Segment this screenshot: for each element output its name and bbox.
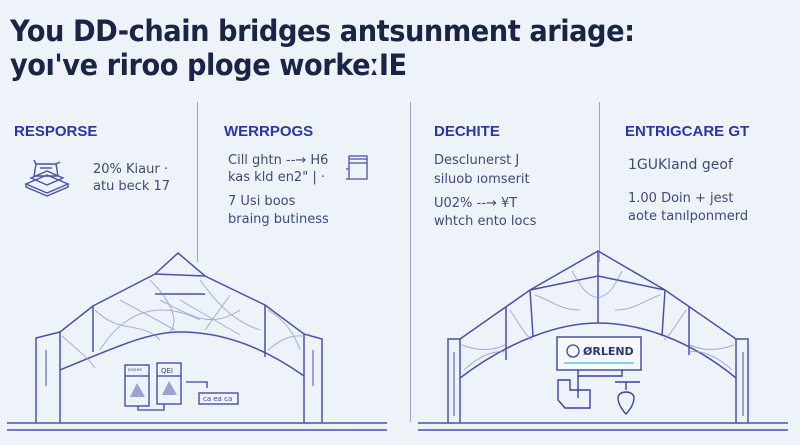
card-2-label: QEI: [161, 367, 173, 375]
tag-label: ca ea ca: [203, 395, 232, 403]
right-bridge-illustration: ØRLEND: [418, 250, 788, 431]
column-4-line-3: aote tanılponmerd: [628, 209, 749, 224]
mountain-thumbnail-icon: [130, 383, 145, 397]
column-divider: [599, 102, 600, 262]
column-2-line-4: braing butiness: [228, 212, 329, 227]
column-divider: [410, 102, 411, 422]
logo-emblem-icon: [566, 344, 580, 358]
column-1-line-1: 20% Kiaur ·: [93, 162, 168, 177]
column-heading-dechite: DECHITE: [434, 123, 500, 140]
column-4-line-1: 1GUKland geof: [628, 157, 733, 173]
column-1-line-2: atu beck 17: [93, 179, 171, 194]
page-title: You DD-chain bridges antsunment ariage: …: [10, 14, 635, 82]
column-3-line-3: U02% --→ ¥T: [434, 196, 518, 211]
column-2-line-1: Cill ghtn --→ H6: [228, 153, 329, 168]
column-heading-entrigcare: ENTRIGCARE GT: [625, 123, 750, 140]
title-line-1: You DD-chain bridges antsunment ariage:: [10, 14, 635, 48]
title-line-2: yoı've riroo ploge workeːIE: [10, 48, 407, 82]
left-bridge-illustration: ᵖᵃᵖᵃᵉ QEI ca ea ca: [7, 252, 387, 431]
stacked-box-icon: [24, 159, 70, 197]
column-2-line-2: kas kld en2" | ·: [228, 170, 325, 185]
column-4-line-2: 1.00 Doin + jest: [628, 191, 734, 206]
mountain-thumbnail-icon: [162, 381, 177, 395]
column-3-line-2: siluob ıomserit: [434, 172, 530, 187]
column-3-line-4: whtch ento locs: [434, 214, 537, 229]
column-heading-werrpogs: WERRPOGS: [224, 123, 314, 140]
column-2-line-3: 7 Usi boos: [228, 194, 296, 209]
column-3-line-1: Desclunerst J: [434, 153, 520, 168]
sign-label: ØRLEND: [583, 345, 634, 358]
column-heading-response: RESPORSE: [14, 123, 98, 140]
orlend-sign: [556, 336, 642, 371]
column-divider: [197, 102, 198, 262]
card-1-label: ᵖᵃᵖᵃᵉ: [128, 367, 142, 375]
document-tray-icon: [346, 155, 368, 180]
